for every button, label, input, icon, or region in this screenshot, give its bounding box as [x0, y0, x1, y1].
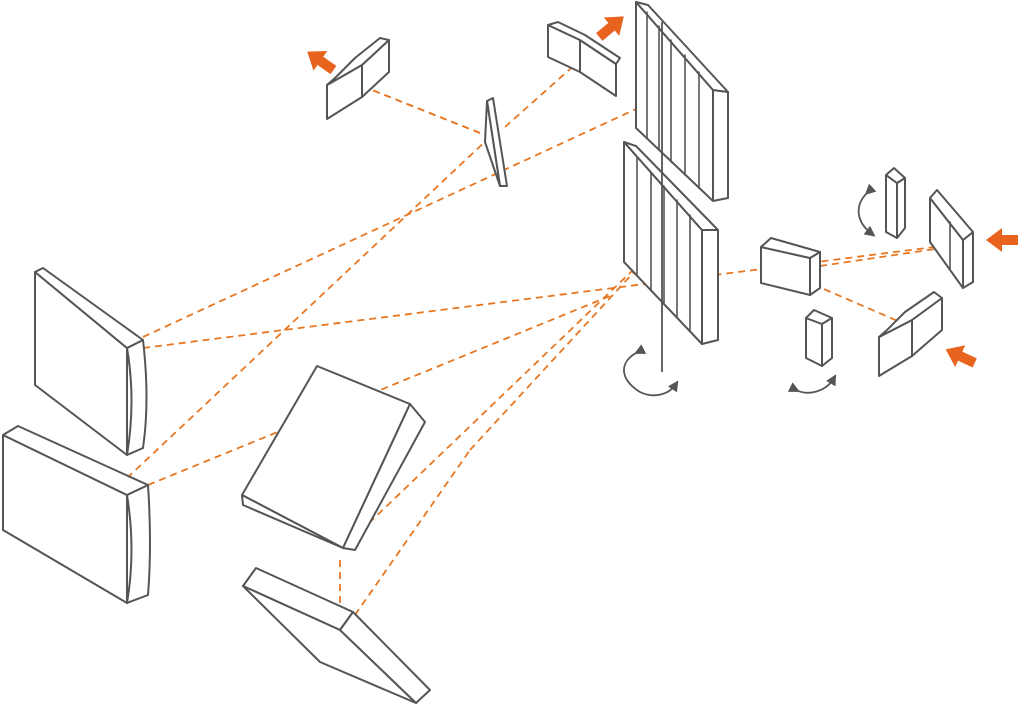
laser-beam-path	[142, 245, 943, 349]
rotating-mirror-lower	[805, 309, 833, 367]
laser-beam-path	[361, 85, 491, 138]
rotation-arrow-icon	[787, 374, 837, 394]
bottom-flat-mirror	[242, 567, 431, 704]
input-arrow-icon	[986, 228, 1018, 252]
laser-beam-path	[142, 96, 663, 338]
input-slit-upper	[929, 189, 974, 289]
laser-beam-path	[779, 269, 901, 323]
lower-concave-mirror	[2, 425, 151, 604]
output-arrow-icon	[596, 16, 624, 41]
rotation-arrow-icon	[857, 183, 877, 237]
output-slit-left	[326, 37, 390, 120]
laser-beam-path	[819, 247, 943, 267]
laser-beam-path	[361, 85, 491, 138]
laser-beam-path	[342, 246, 658, 549]
input-arrow-icon	[945, 345, 977, 368]
laser-beam-path	[469, 246, 658, 451]
beam-splitter-plate	[484, 97, 508, 187]
upper-diffraction-grating	[635, 1, 729, 202]
laser-beam-path	[504, 61, 579, 128]
output-slit-right	[547, 21, 621, 97]
input-slit-lower	[878, 291, 943, 377]
mixing-cube	[760, 237, 821, 296]
laser-beam-path	[354, 449, 471, 616]
beam-paths	[126, 61, 943, 616]
central-prism-block	[241, 365, 426, 551]
rotating-plate-upper	[885, 167, 906, 239]
upper-concave-mirror	[34, 267, 148, 456]
lower-diffraction-grating	[623, 141, 719, 345]
output-arrow-icon	[307, 51, 337, 75]
rotation-arrow-icon	[623, 344, 679, 397]
